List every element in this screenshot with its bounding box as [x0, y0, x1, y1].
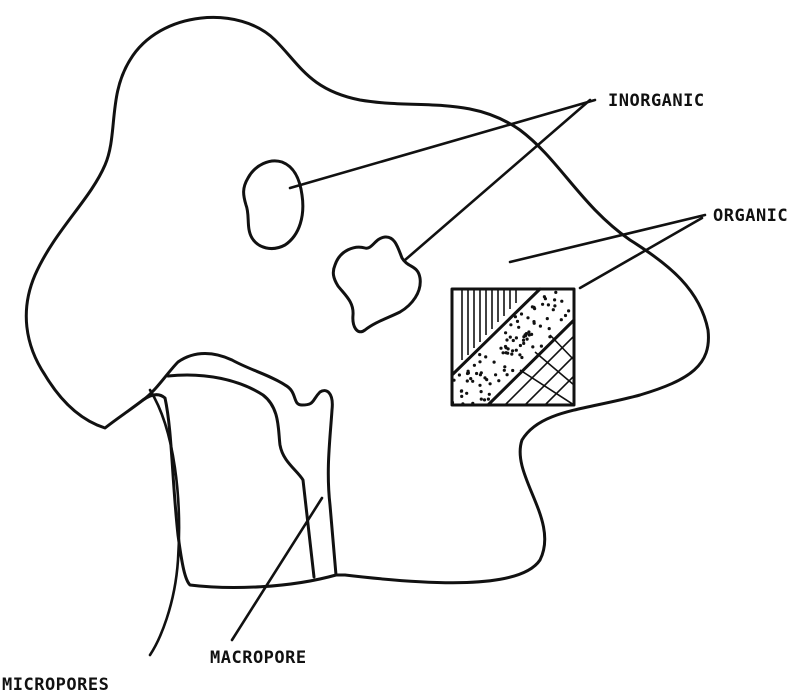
leader-inorganic-1 — [290, 100, 595, 188]
stipple-dot — [527, 330, 530, 333]
stipple-dot — [517, 326, 520, 329]
stipple-dot — [515, 349, 518, 352]
organic-inset-square — [451, 289, 574, 406]
stipple-dot — [511, 349, 514, 352]
stipple-dot — [487, 398, 490, 401]
stipple-dot — [509, 323, 512, 326]
stipple-dot — [484, 355, 487, 358]
stipple-dot — [471, 380, 474, 383]
stipple-dot — [509, 336, 512, 339]
stipple-dot — [504, 331, 507, 334]
stipple-dot — [504, 345, 507, 348]
stipple-dot — [560, 318, 563, 321]
stipple-dot — [480, 398, 483, 401]
particle-outline — [26, 17, 708, 582]
stipple-dot — [553, 304, 556, 307]
stipple-dot — [552, 308, 555, 311]
stipple-dot — [548, 335, 551, 338]
stipple-dot — [505, 338, 508, 341]
inorganic-inclusion-1 — [244, 161, 303, 249]
label-micropores: MICROPORES — [2, 675, 109, 695]
stipple-dot — [506, 373, 509, 376]
stipple-dot — [488, 393, 491, 396]
stipple-dot — [522, 342, 525, 345]
stipple-dot — [526, 316, 529, 319]
leader-inorganic-2 — [405, 100, 590, 260]
inorganic-inclusion-2 — [333, 237, 420, 332]
stipple-dot — [548, 327, 551, 330]
stipple-dot — [465, 392, 468, 395]
label-macropore: MACROPORE — [210, 648, 307, 668]
stipple-dot — [526, 338, 529, 341]
stipple-dot — [520, 312, 523, 315]
stipple-dot — [478, 353, 481, 356]
stipple-dot — [469, 377, 472, 380]
stipple-dot — [519, 344, 522, 347]
stipple-dot — [533, 307, 536, 310]
stipple-dot — [458, 373, 461, 376]
leader-organic-2 — [580, 218, 702, 288]
stipple-dot — [522, 339, 525, 342]
stipple-dot — [503, 365, 506, 368]
stipple-dot — [540, 345, 543, 348]
stipple-dot — [567, 309, 570, 312]
stipple-dot — [560, 300, 563, 303]
stipple-dot — [554, 291, 557, 294]
stipple-dot — [475, 372, 478, 375]
stipple-dot — [510, 353, 513, 356]
stipple-dot — [497, 379, 500, 382]
stipple-dot — [512, 339, 515, 342]
stipple-dot — [533, 322, 536, 325]
stipple-dot — [511, 369, 514, 372]
stipple-dot — [478, 360, 481, 363]
stipple-dot — [547, 303, 550, 306]
stipple-dot — [483, 398, 486, 401]
stipple-dot — [546, 317, 549, 320]
label-organic: ORGANIC — [713, 206, 788, 226]
stipple-dot — [507, 347, 510, 350]
stipple-dot — [467, 370, 470, 373]
leader-macropore — [232, 498, 322, 640]
stipple-dot — [480, 390, 483, 393]
stipple-dot — [478, 384, 481, 387]
stipple-dot — [493, 361, 496, 364]
stipple-dot — [539, 325, 542, 328]
stipple-dot — [502, 351, 505, 354]
stipple-dot — [466, 379, 469, 382]
stipple-dot — [515, 336, 518, 339]
stipple-dot — [541, 303, 544, 306]
stipple-dot — [553, 298, 556, 301]
stipple-dot — [499, 347, 502, 350]
stipple-dot — [494, 373, 497, 376]
stipple-dot — [460, 390, 463, 393]
stipple-dot — [518, 353, 521, 356]
stipple-dot — [489, 382, 492, 385]
stipple-dot — [564, 314, 567, 317]
stipple-dot — [516, 320, 519, 323]
stipple-dot — [473, 364, 476, 367]
stipple-dot — [528, 333, 531, 336]
leader-micropores — [150, 390, 179, 655]
stipple-dot — [544, 297, 547, 300]
stipple-dot — [531, 345, 534, 348]
stipple-dot — [503, 369, 506, 372]
stipple-dot — [460, 395, 463, 398]
label-inorganic: INORGANIC — [608, 91, 705, 111]
stipple-dot — [514, 315, 517, 318]
stipple-dot — [520, 356, 523, 359]
pore-wall-lower — [143, 395, 336, 588]
stipple-dot — [480, 371, 483, 374]
stipple-dot — [483, 376, 486, 379]
stipple-dot — [505, 351, 508, 354]
